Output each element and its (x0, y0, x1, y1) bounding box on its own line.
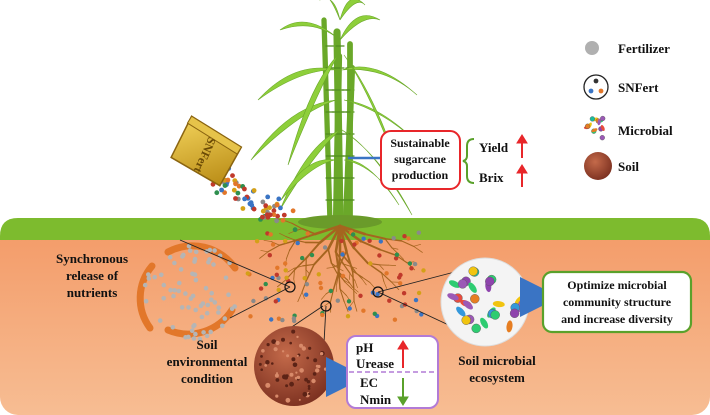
release-line3: nutrients (67, 285, 118, 300)
release-line1: Synchronous (56, 251, 128, 266)
yield-brace (463, 139, 474, 183)
release-line2: release of (66, 268, 119, 283)
soil-env-line1: Soil (197, 337, 218, 352)
production-line2: sugarcane (394, 152, 446, 166)
soil-clump-icon (254, 326, 334, 406)
microbial-icon (584, 116, 606, 140)
legend-fertilizer: Fertilizer (618, 41, 670, 56)
brix-label: Brix (479, 170, 504, 185)
optimize-line2: community structure (563, 295, 672, 309)
fertilizer-dot-icon (585, 41, 599, 55)
production-line3: production (392, 168, 449, 182)
ph-label: pH (356, 340, 373, 355)
production-line1: Sustainable (390, 136, 450, 150)
ecosystem-line2: ecosystem (469, 370, 525, 385)
ecosystem-line1: Soil microbial (458, 353, 536, 368)
indicators-box: pH Urease EC Nmin (347, 336, 438, 408)
ec-label: EC (360, 375, 378, 390)
increase-arrows (517, 135, 527, 187)
legend-snfert: SNFert (618, 80, 659, 95)
microbe-community-icon (441, 258, 529, 346)
optimize-line1: Optimize microbial (567, 278, 667, 292)
soil-icon (584, 152, 612, 180)
nmin-label: Nmin (360, 392, 392, 407)
urease-label: Urease (356, 356, 394, 371)
optimize-box: Optimize microbial community structure a… (543, 272, 691, 332)
legend-soil: Soil (618, 159, 639, 174)
soil-env-line3: condition (181, 371, 234, 386)
production-box: Sustainable sugarcane production (381, 131, 460, 189)
optimize-line3: and increase diversity (561, 312, 673, 326)
release-text: Synchronous release of nutrients (56, 251, 128, 300)
sugarcane-plant-icon (251, 0, 434, 229)
legend: Fertilizer SNFert Microbial Soil (584, 41, 673, 180)
legend-microbial: Microbial (618, 123, 673, 138)
soil-env-line2: environmental (167, 354, 248, 369)
snfert-icon (584, 75, 608, 99)
yield-label: Yield (479, 140, 509, 155)
